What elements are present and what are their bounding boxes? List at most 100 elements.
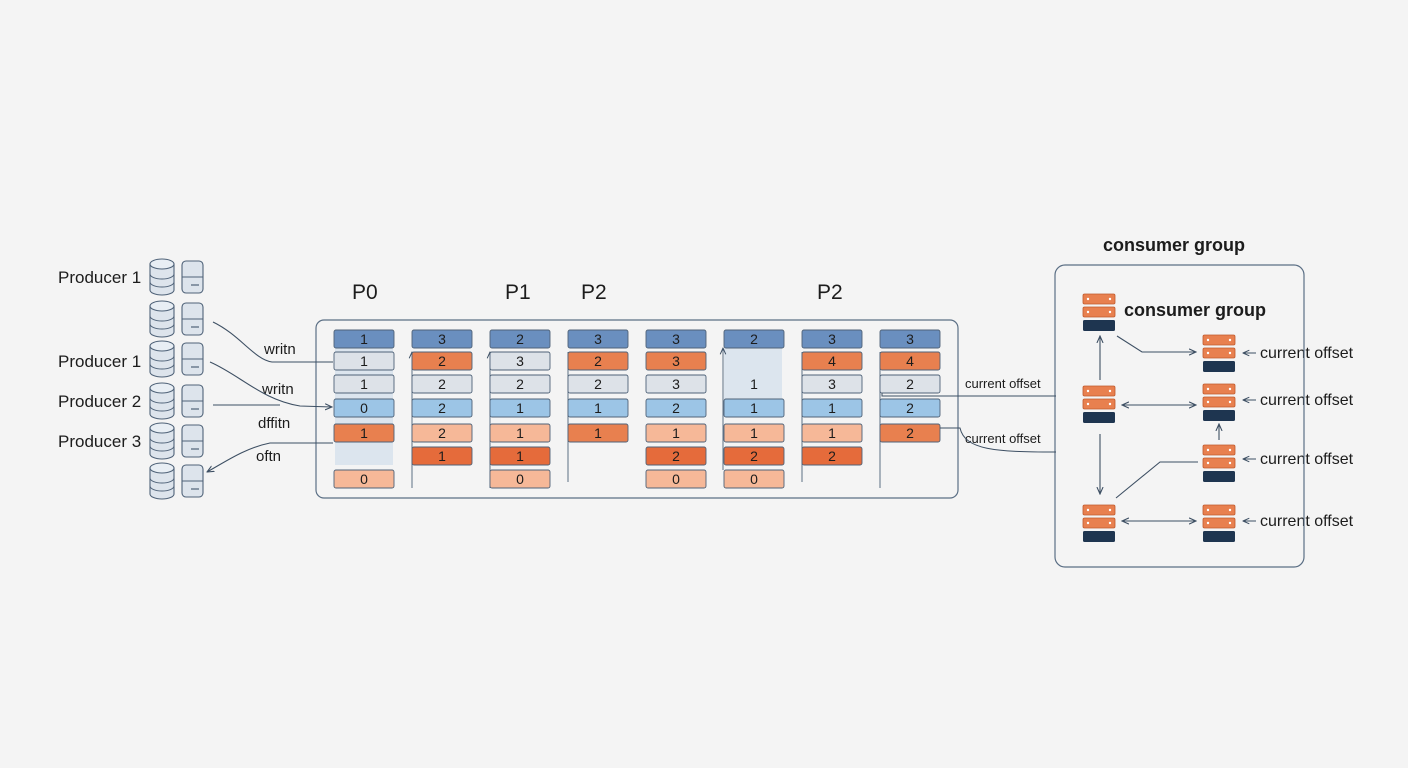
log-cell [879, 351, 941, 371]
log-cell [723, 398, 785, 418]
log-cell [333, 329, 395, 349]
producer-label: Producer 1 [58, 268, 142, 287]
database-icon [149, 300, 175, 338]
log-cell-offset: 1 [750, 425, 758, 441]
consumer-offset-label: current offset [1260, 451, 1354, 468]
drive-icon [181, 384, 204, 418]
drive-icon [181, 342, 204, 376]
database-icon [149, 258, 175, 296]
log-cell-offset: 2 [516, 331, 524, 347]
consumer-group-inner-title: consumer group [1124, 300, 1267, 320]
log-cell [879, 423, 941, 443]
log-cell-offset: 3 [672, 353, 680, 369]
log-cell [645, 398, 707, 418]
log-cell [645, 329, 707, 349]
offset-connector [940, 427, 1057, 453]
log-cell [645, 469, 707, 489]
log-cell-offset: 1 [360, 376, 368, 392]
log-cell-offset: 2 [906, 400, 914, 416]
partition-label: P0 [352, 281, 378, 304]
log-cell [723, 423, 785, 443]
log-cell [645, 446, 707, 466]
log-cell [489, 469, 551, 489]
log-cell [411, 329, 473, 349]
log-cell [723, 329, 785, 349]
log-cell-offset: 2 [672, 448, 680, 464]
log-cell-offset: 1 [360, 353, 368, 369]
log-cell [879, 374, 941, 394]
drive-icon [181, 302, 204, 336]
log-cell [333, 351, 395, 371]
offset-connector [881, 393, 1056, 397]
consumer-offset-label: current offset [1260, 345, 1354, 362]
current-offset-label: current offset [965, 431, 1041, 446]
log-cell-offset: 1 [516, 448, 524, 464]
consumer-group-title: consumer group [1103, 235, 1246, 255]
partition-label: P1 [505, 281, 531, 304]
log-cell [489, 423, 551, 443]
edge-label: writn [264, 341, 296, 358]
log-cell [801, 446, 863, 466]
column-highlight [724, 345, 782, 405]
drive-icon [181, 260, 204, 294]
producer-label: Producer 1 [58, 352, 142, 371]
log-cell-offset: 0 [750, 471, 758, 487]
log-cell [333, 398, 395, 418]
log-cell [645, 351, 707, 371]
database-icon [149, 382, 175, 420]
server-icon [1082, 504, 1116, 542]
log-cell [411, 398, 473, 418]
log-cell [801, 374, 863, 394]
log-cell-offset: 4 [828, 353, 836, 369]
log-cell-offset: 1 [750, 400, 758, 416]
log-cell-offset: 1 [594, 425, 602, 441]
log-container [315, 319, 959, 499]
log-cell-offset: 4 [906, 353, 914, 369]
log-cell [879, 329, 941, 349]
drive-icon [181, 424, 204, 458]
edge-label: writn [262, 381, 294, 398]
server-icon [1082, 293, 1116, 331]
consumer-offset-label: current offset [1260, 513, 1354, 530]
database-icon [149, 422, 175, 460]
log-cell-offset: 1 [360, 425, 368, 441]
log-cell [645, 374, 707, 394]
log-cell-offset: 0 [360, 400, 368, 416]
log-cell-offset: 1 [750, 376, 758, 392]
log-cell-offset: 1 [672, 425, 680, 441]
log-cell [411, 351, 473, 371]
consumer-connector [1116, 335, 1196, 352]
log-cell-offset: 2 [750, 448, 758, 464]
log-cell-offset: 1 [360, 331, 368, 347]
log-cell [489, 351, 551, 371]
log-cell-offset: 3 [828, 331, 836, 347]
server-icon [1082, 385, 1116, 423]
log-cell-offset: 1 [594, 400, 602, 416]
log-cell [333, 374, 395, 394]
database-icon [149, 462, 175, 500]
consumer-offset-label: current offset [1260, 392, 1354, 409]
log-cell-offset: 2 [672, 400, 680, 416]
log-cell-offset: 3 [516, 353, 524, 369]
log-cell [411, 374, 473, 394]
log-cell-offset: 2 [438, 353, 446, 369]
server-icon [1202, 444, 1236, 482]
log-cell-offset: 2 [594, 376, 602, 392]
log-cell [567, 329, 629, 349]
log-cell-offset: 1 [516, 425, 524, 441]
log-cell-offset: 3 [828, 376, 836, 392]
server-icon [1202, 334, 1236, 372]
log-cell-offset: 3 [906, 331, 914, 347]
log-cell [489, 398, 551, 418]
log-cell [489, 329, 551, 349]
log-cell-offset: 2 [438, 425, 446, 441]
log-cell-offset: 2 [438, 400, 446, 416]
log-cell [411, 423, 473, 443]
partition-label: P2 [581, 281, 607, 304]
log-cell-offset: 1 [828, 400, 836, 416]
log-cell [567, 374, 629, 394]
log-cell-offset: 0 [516, 471, 524, 487]
consumer-connector [1115, 461, 1198, 499]
log-cell [723, 446, 785, 466]
